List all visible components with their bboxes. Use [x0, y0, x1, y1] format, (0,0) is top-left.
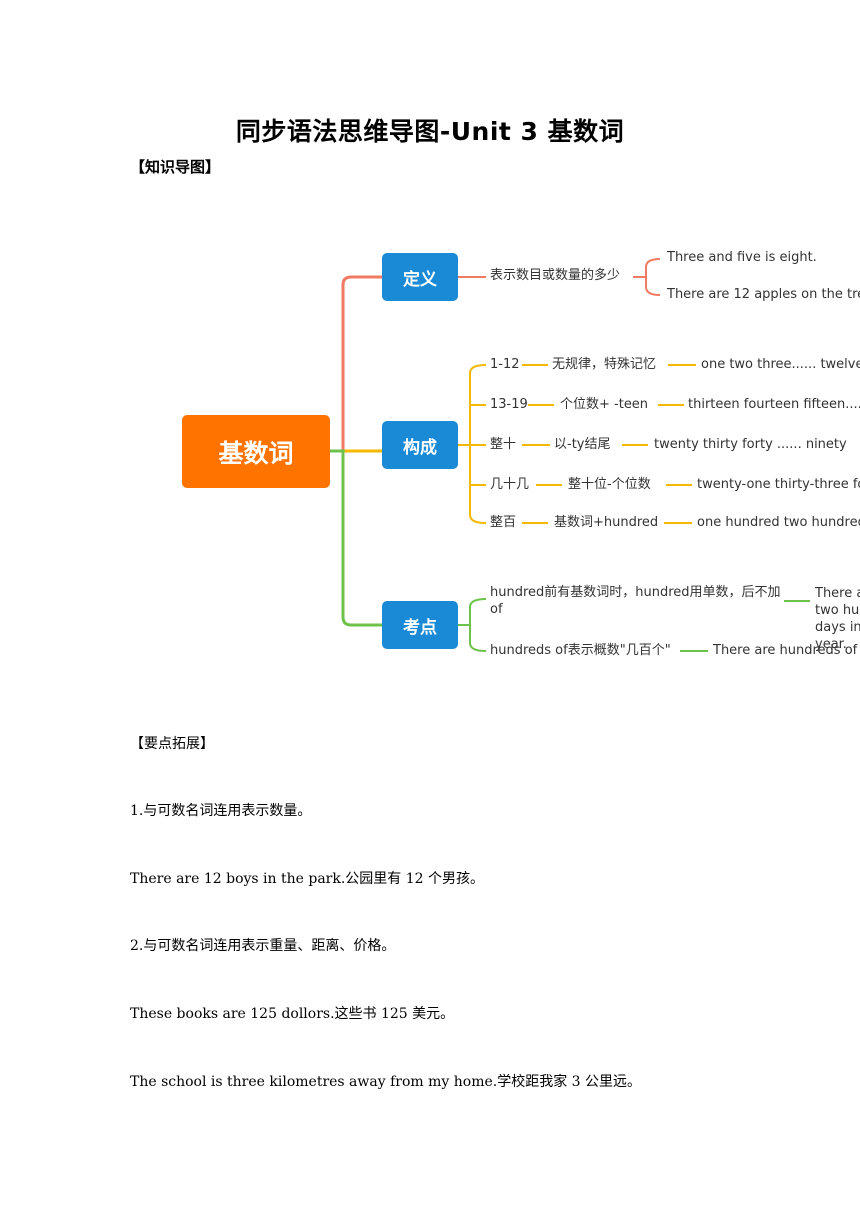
paragraph: 1.与可数名词连用表示数量。 [130, 803, 312, 819]
composition-range: 整十 [490, 437, 517, 452]
definition-text: 表示数目或数量的多少 [490, 268, 621, 283]
composition-rule: 个位数+ -teen [560, 397, 649, 412]
paragraph: These books are 125 dollors.这些书 125 美元。 [130, 1006, 455, 1022]
composition-example: twenty thirty forty ...... ninety [654, 437, 847, 452]
composition-rule: 基数词+hundred [554, 515, 659, 530]
composition-rule: 以-ty结尾 [554, 437, 611, 452]
composition-example: thirteen fourteen fifteen...... [688, 397, 860, 412]
composition-example: one two three...... twelve [701, 357, 860, 372]
category-definition: 定义 [382, 253, 458, 301]
paragraph: 2.与可数名词连用表示重量、距离、价格。 [130, 938, 396, 954]
composition-example: twenty-one thirty-three forty-five [697, 477, 860, 492]
composition-range: 1-12 [490, 357, 520, 372]
point-example: There are hundreds of birds in the tree. [713, 643, 860, 658]
point-example: There are two hundred days in a year. [815, 586, 860, 652]
category-key-points: 考点 [382, 601, 458, 649]
section-heading-knowledge-map: 【知识导图】 [130, 158, 221, 176]
definition-example-2: There are 12 apples on the tree. [667, 287, 860, 302]
mind-map-root: 基数词 [182, 415, 330, 488]
composition-rule: 无规律，特殊记忆 [552, 357, 657, 372]
page-title: 同步语法思维导图-Unit 3 基数词 [235, 117, 625, 146]
point-rule: hundred前有基数词时，hundred用单数，后不加of [490, 585, 781, 617]
point-rule: hundreds of表示概数"几百个" [490, 643, 671, 658]
composition-example: one hundred two hundred [697, 515, 860, 530]
mind-map: 基数词 定义 表示数目或数量的多少 Three and five is eigh… [170, 235, 860, 675]
composition-range: 13-19 [490, 397, 528, 412]
definition-example-1: Three and five is eight. [667, 250, 817, 265]
category-composition: 构成 [382, 421, 458, 469]
composition-range: 几十几 [490, 477, 530, 492]
composition-range: 整百 [490, 515, 517, 530]
paragraph: The school is three kilometres away from… [130, 1074, 642, 1090]
composition-rule: 整十位-个位数 [568, 477, 651, 492]
section-heading-key-points-extension: 【要点拓展】 [130, 736, 214, 752]
mind-map-connectors [330, 258, 810, 652]
paragraph: There are 12 boys in the park.公园里有 12 个男… [130, 871, 485, 887]
